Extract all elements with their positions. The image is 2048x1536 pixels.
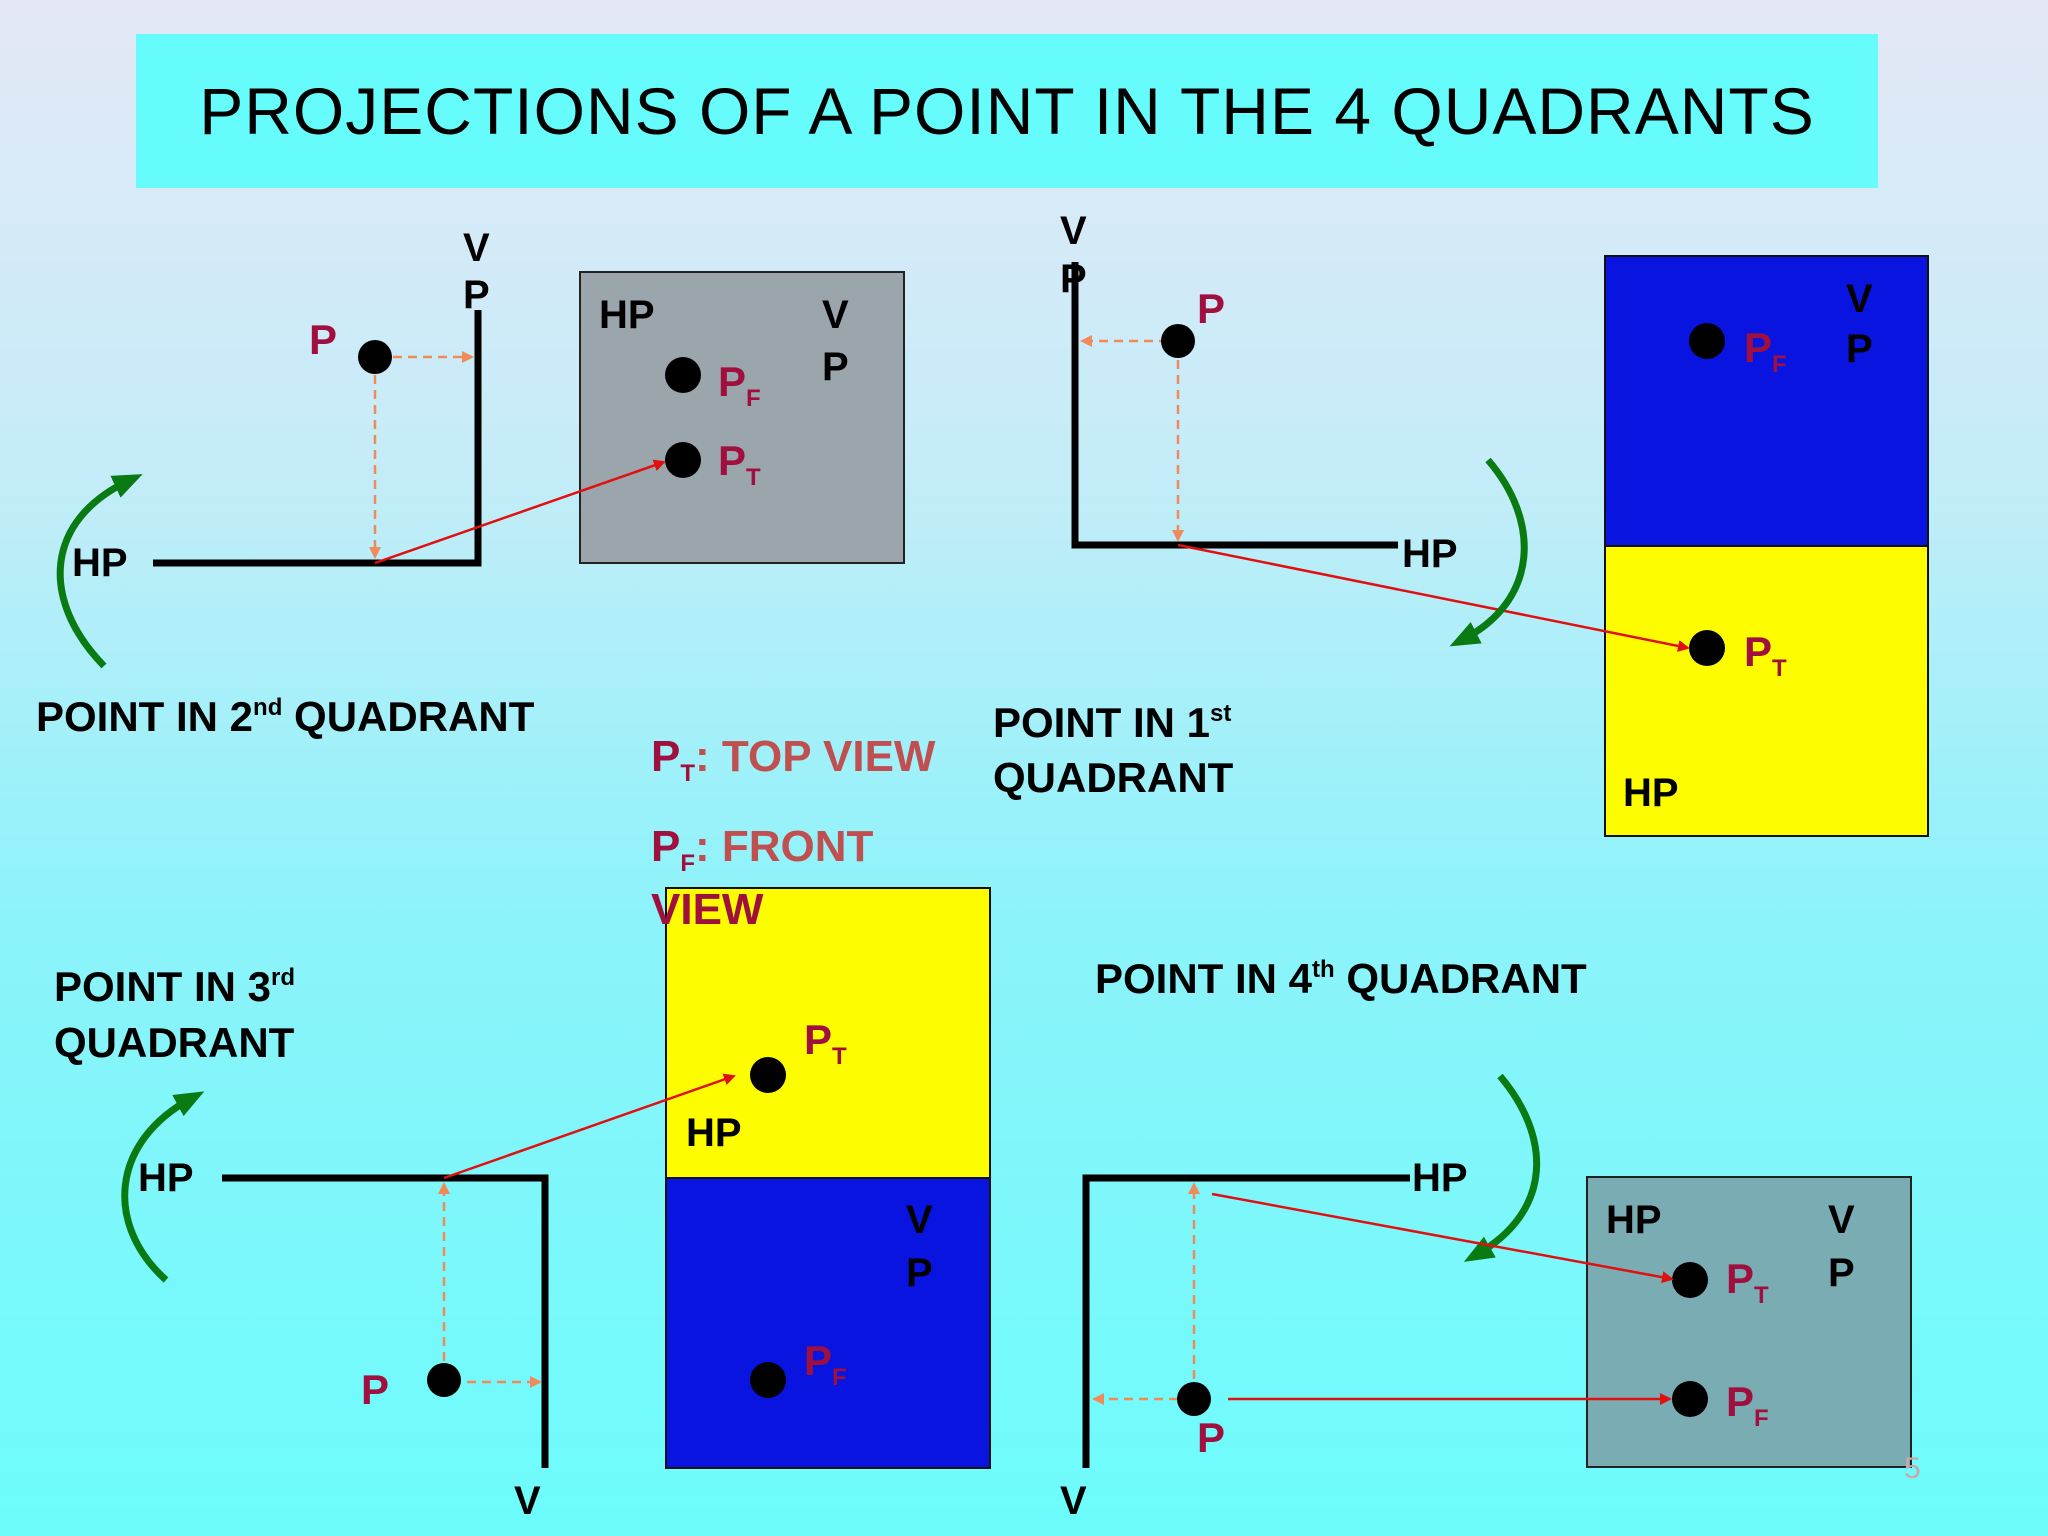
q4-v-label: V <box>1060 1479 1087 1523</box>
q1-blue-panel <box>1604 255 1929 547</box>
q1-point-label: P <box>1197 285 1225 332</box>
q2-point <box>358 340 392 374</box>
quadrant-4-group: POINT IN 4th QUADRANT HP V P HP V P PT P… <box>1060 955 1912 1523</box>
q3-v-label: V <box>514 1479 541 1523</box>
q2-ordinal: nd <box>253 694 282 721</box>
q1-panel-hp-label: HP <box>1623 771 1679 815</box>
q1-top-view-point <box>1689 630 1725 666</box>
q1-reference-lines <box>1071 262 1398 549</box>
legend-group: PT: TOP VIEW PF: FRONT <box>651 732 936 877</box>
q2-panel-p-label: P <box>822 345 849 389</box>
q3-caption-line1: POINT IN 3rd <box>54 963 295 1010</box>
q1-panel-v-label: V <box>1846 277 1873 321</box>
q4-panel-p-label: P <box>1828 1251 1855 1295</box>
q2-rotation-arrow <box>56 474 143 669</box>
q2-point-label: P <box>309 316 337 363</box>
q3-front-view-point <box>750 1362 786 1398</box>
q4-top-view-point <box>1672 1262 1708 1298</box>
q3-pf-label: PF <box>804 1337 847 1391</box>
q1-projection-arrow <box>1177 543 1690 652</box>
q2-v-label: V <box>463 226 490 270</box>
q4-ordinal: th <box>1312 956 1335 983</box>
q3-blue-panel <box>665 1177 991 1469</box>
q4-rotation-arrow <box>1463 1073 1541 1262</box>
q2-projection-arrow <box>374 459 666 565</box>
q4-projection-arrow-top <box>1211 1192 1674 1284</box>
q4-point <box>1177 1382 1211 1416</box>
q4-reference-lines <box>1082 1174 1410 1468</box>
q2-front-view-point <box>665 357 701 393</box>
slide-number: 5 <box>1904 1452 1921 1485</box>
q2-vp-p-label: P <box>463 273 490 317</box>
q3-ordinal: rd <box>271 964 295 991</box>
q1-point <box>1161 324 1195 358</box>
quadrant-3-group: POINT IN 3rd QUADRANT HP V P HP V P PT P… <box>54 887 991 1523</box>
q2-pf-label: PF <box>718 358 761 412</box>
slide-title: PROJECTIONS OF A POINT IN THE 4 QUADRANT… <box>199 74 1815 148</box>
q3-reference-lines <box>222 1174 549 1468</box>
q1-panel-p-label: P <box>1846 327 1873 371</box>
q1-ordinal: st <box>1210 700 1231 727</box>
q3-yellow-panel <box>665 887 991 1179</box>
q2-panel-v-label: V <box>822 293 849 337</box>
q2-top-view-point <box>665 442 701 478</box>
q1-yellow-panel <box>1604 545 1929 837</box>
q1-caption-line2: QUADRANT <box>993 754 1234 801</box>
legend-front-view: PF: FRONT <box>651 822 874 877</box>
q3-hp-label: HP <box>138 1156 194 1200</box>
q4-panel-v-label: V <box>1828 1198 1855 1242</box>
q4-pf-label: PF <box>1726 1378 1769 1432</box>
q3-rotation-arrow <box>121 1091 205 1283</box>
q4-grey-panel <box>1586 1176 1912 1468</box>
q4-pt-label: PT <box>1726 1255 1769 1309</box>
q1-v-label: V <box>1060 209 1087 253</box>
q2-reference-lines <box>153 310 482 567</box>
quadrant-1-group: V P HP P V P HP PF PT POINT IN 1st QUADR… <box>993 209 1929 837</box>
legend-top-view: PT: TOP VIEW <box>651 732 936 787</box>
q3-point <box>427 1363 461 1397</box>
q3-panel-v-label: V <box>906 1198 933 1242</box>
q2-grey-panel <box>579 271 905 564</box>
q1-front-view-point <box>1689 323 1725 359</box>
q3-point-label: P <box>361 1366 389 1413</box>
q1-vp-p-label: P <box>1060 257 1087 301</box>
q1-caption-line1: POINT IN 1st <box>993 699 1231 746</box>
q4-caption: POINT IN 4th QUADRANT <box>1095 955 1587 1002</box>
q4-panel-hp-label: HP <box>1606 1198 1662 1242</box>
q3-caption-line2: QUADRANT <box>54 1019 295 1066</box>
q3-pt-label: PT <box>804 1016 847 1070</box>
q1-hp-label: HP <box>1402 532 1458 576</box>
q4-front-view-point <box>1672 1381 1708 1417</box>
quadrant-2-group: HP V P P POINT IN 2nd QUADRANT HP V P PF… <box>36 226 905 740</box>
legend-front-view-line2: VIEW <box>651 885 764 934</box>
q2-panel-hp-label: HP <box>599 293 655 337</box>
title-bar: PROJECTIONS OF A POINT IN THE 4 QUADRANT… <box>136 34 1878 188</box>
q4-point-label: P <box>1197 1414 1225 1461</box>
q2-hp-label: HP <box>72 541 128 585</box>
q1-pt-label: PT <box>1744 628 1787 682</box>
q2-caption: POINT IN 2nd QUADRANT <box>36 693 535 740</box>
q3-panel-hp-label: HP <box>686 1111 742 1155</box>
q3-projection-arrow <box>443 1073 736 1180</box>
q1-pf-label: PF <box>1744 324 1787 378</box>
q3-panel-p-label: P <box>906 1251 933 1295</box>
q3-top-view-point <box>750 1057 786 1093</box>
q1-rotation-arrow <box>1449 457 1528 647</box>
q2-pt-label: PT <box>718 437 761 491</box>
q4-hp-label: HP <box>1412 1156 1468 1200</box>
